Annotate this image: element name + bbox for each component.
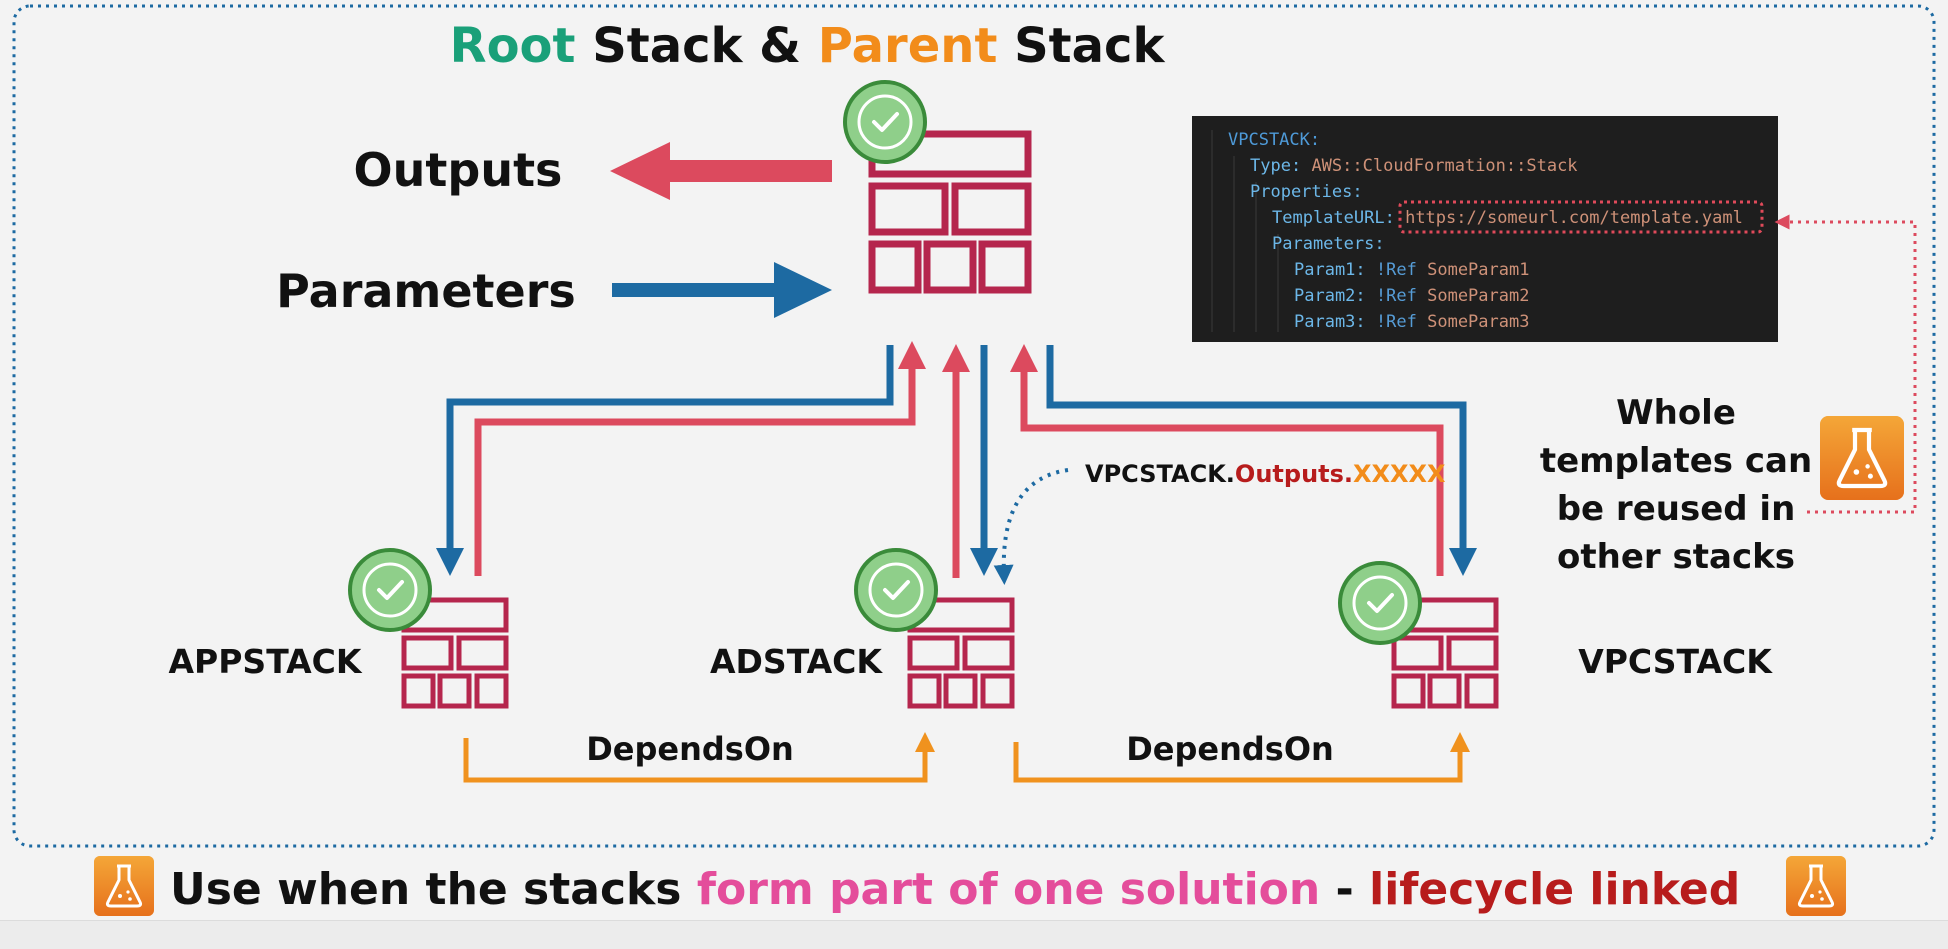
depends-on-label-1: DependsOn xyxy=(586,730,794,768)
appstack-label: APPSTACK xyxy=(169,642,363,681)
code-line-3: Properties: xyxy=(1250,182,1363,202)
code-line-1: VPCSTACK: xyxy=(1228,130,1320,150)
reuse-flask-icon xyxy=(1820,416,1904,500)
code-param-1: Param1: !Ref SomeParam1 xyxy=(1294,260,1529,280)
footer-part-2: form part of one solution xyxy=(697,864,1320,915)
code-param-3: Param3: !Ref SomeParam3 xyxy=(1294,312,1529,332)
ref-prefix: VPCSTACK. xyxy=(1085,460,1235,488)
reuse-connector xyxy=(1774,214,1917,514)
reuse-line-3: be reused in xyxy=(1557,489,1796,529)
depends-on-label-2: DependsOn xyxy=(1126,730,1334,768)
templateurl-highlight xyxy=(1398,200,1764,234)
reuse-note: Whole templates can be reused in other s… xyxy=(1540,393,1812,577)
code-type-value: AWS::CloudFormation::Stack xyxy=(1311,156,1577,176)
vpc-params-arrow xyxy=(1046,345,1477,576)
ref-outputs: Outputs. xyxy=(1235,460,1353,488)
vpcstack-check-badge-icon xyxy=(1338,561,1422,645)
app-params-arrow xyxy=(436,345,894,576)
footer-part-1: Use when the stacks xyxy=(170,864,682,915)
root-check-badge-icon xyxy=(843,80,927,164)
code-line-2: Type: AWS::CloudFormation::Stack xyxy=(1250,156,1578,176)
vpcstack-label: VPCSTACK xyxy=(1578,642,1773,681)
vpc-outputs-reference: VPCSTACK.Outputs.XXXXX xyxy=(1085,460,1446,488)
reuse-line-4: other stacks xyxy=(1557,537,1795,577)
code-templateurl-value: https://someurl.com/template.yaml xyxy=(1405,208,1743,228)
code-box: VPCSTACK: Type: AWS::CloudFormation::Sta… xyxy=(1192,116,1778,342)
footer-left-flask-icon xyxy=(92,854,156,918)
parameters-label: Parameters xyxy=(276,264,576,318)
parameters-arrow xyxy=(612,262,832,318)
code-type-key: Type: xyxy=(1250,156,1301,176)
title-stack-word-2: Stack xyxy=(1014,18,1165,74)
title-stack-word-1: Stack & xyxy=(592,18,801,74)
bottom-bar xyxy=(0,920,1948,949)
footer-banner: Use when the stacks form part of one sol… xyxy=(170,864,1740,915)
code-line-5: Parameters: xyxy=(1272,234,1385,254)
outputs-label: Outputs xyxy=(354,143,563,197)
outputs-arrow xyxy=(610,142,832,200)
footer-right-flask-icon xyxy=(1784,854,1848,918)
footer-part-3: - xyxy=(1336,864,1354,915)
appstack-check-badge-icon xyxy=(348,548,432,632)
page-title: Root Stack & Parent Stack xyxy=(450,18,1166,74)
footer-part-4: lifecycle linked xyxy=(1369,864,1740,915)
adstack-check-badge-icon xyxy=(854,548,938,632)
code-templateurl-key: TemplateURL: xyxy=(1272,208,1395,228)
adstack-label: ADSTACK xyxy=(710,642,883,681)
ref-xxxxx: XXXXX xyxy=(1353,460,1446,488)
app-outputs-arrow xyxy=(474,341,926,576)
vpc-outputs-arrow xyxy=(1010,344,1444,576)
code-param-2: Param2: !Ref SomeParam2 xyxy=(1294,286,1529,306)
depends-on-arrow-2 xyxy=(1013,732,1470,783)
reuse-line-1: Whole xyxy=(1616,393,1736,433)
depends-on-arrow-1 xyxy=(463,732,935,783)
title-root-word: Root xyxy=(450,18,576,74)
title-parent-word: Parent xyxy=(818,18,998,74)
code-line-4: TemplateURL: https://someurl.com/templat… xyxy=(1272,208,1743,228)
reuse-line-2: templates can xyxy=(1540,441,1812,481)
